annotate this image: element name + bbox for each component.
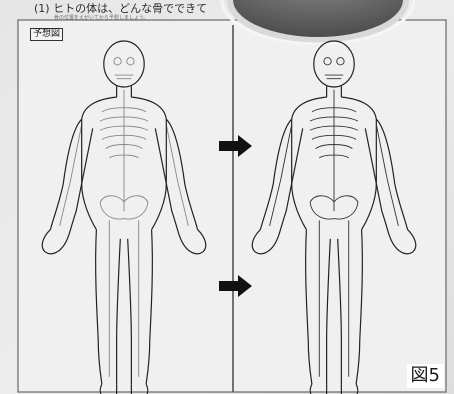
worksheet-subtext: 骨の位置をえがいてから予想しましょう。	[54, 14, 149, 21]
figure-caption: 図5	[407, 364, 444, 388]
prediction-label: 予想図	[30, 28, 63, 41]
